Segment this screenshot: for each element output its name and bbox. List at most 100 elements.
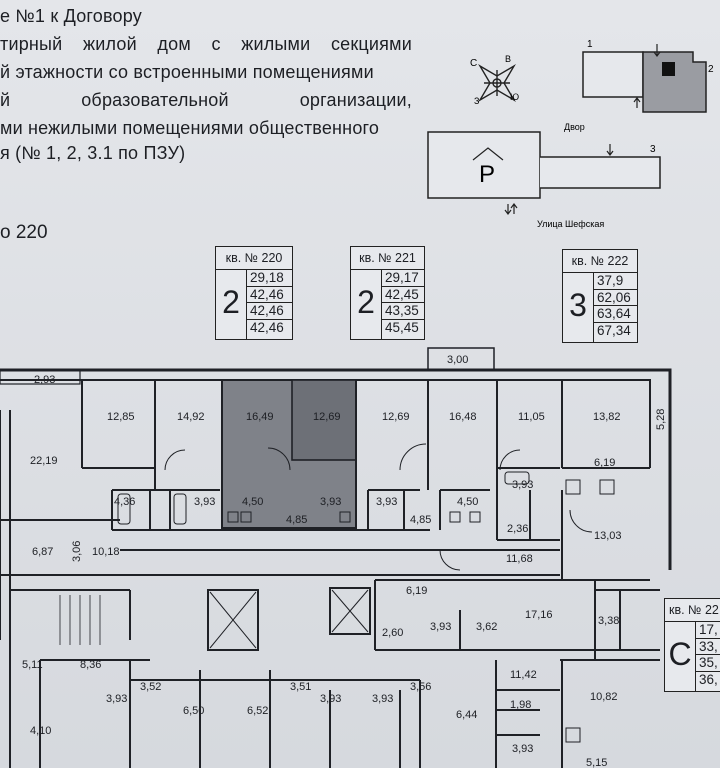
area-value: 42,46 [250, 319, 284, 335]
section-1-label: 1 [587, 39, 593, 50]
room-area: 16,49 [246, 411, 274, 423]
room-area: 6,87 [32, 546, 53, 558]
room-area: 10,18 [92, 546, 120, 558]
room-count: 2 [357, 283, 375, 320]
street-label: Улица Шефская [537, 219, 604, 229]
room-area: 4,85 [286, 514, 307, 526]
room-area: 17,16 [525, 609, 553, 621]
room-area: 4,50 [457, 496, 478, 508]
floor-plan: 2,93 22,19 12,85 14,92 16,49 12,69 12,69… [0, 347, 672, 768]
apartment-card-222: кв. № 222 3 37,9 62,06 63,64 67,34 [562, 249, 638, 343]
room-area: 3,06 [71, 541, 83, 562]
area-list: 17, 33, 35, 36, [695, 622, 720, 691]
room-area: 12,69 [313, 411, 341, 423]
header-word: секциями [330, 34, 412, 54]
header-line-3: й этажности со встроенными помещениями [0, 62, 374, 82]
header-word: организации, [299, 90, 412, 110]
area-value: 45,45 [385, 319, 419, 335]
room-count: С [668, 635, 692, 672]
header-word: дом [157, 34, 191, 54]
room-area: 3,93 [106, 693, 127, 705]
header-line-4: й образовательной организации, [0, 90, 412, 111]
area-value: 62,06 [594, 290, 637, 306]
room-area: 14,92 [177, 411, 205, 423]
header-word: жилыми [241, 34, 311, 54]
room-area: 3,93 [430, 621, 451, 633]
room-area: 11,68 [506, 553, 533, 565]
room-count: 2 [222, 283, 240, 320]
room-area: 5,15 [586, 757, 607, 768]
area-list: 29,17 42,45 43,35 45,45 [381, 270, 424, 339]
room-area: 4,85 [410, 514, 431, 526]
parking-label: P [479, 161, 495, 188]
room-area: 3,62 [476, 621, 497, 633]
room-area: 11,05 [518, 411, 545, 423]
room-area: 11,42 [510, 669, 537, 681]
section-1-block [582, 51, 644, 98]
room-area: 3,56 [410, 681, 431, 693]
section-2-label: 2 [708, 64, 714, 75]
section-2-block [642, 51, 707, 113]
room-area: 4,50 [242, 496, 263, 508]
area-value: 29,18 [247, 270, 292, 287]
area-value: 17, [696, 622, 720, 639]
area-value: 29,17 [382, 270, 424, 287]
area-value: 42,46 [247, 303, 292, 320]
section-2-marker [662, 62, 675, 76]
compass-c: С [470, 58, 477, 69]
area-value: 35, [696, 655, 720, 672]
room-area: 3,93 [512, 743, 533, 755]
room-area: 13,03 [594, 530, 622, 542]
apartment-card-220: кв. № 220 2 29,18 42,46 42,46 42,46 [215, 246, 293, 340]
header-line-5: ми нежилыми помещениями общественного [0, 118, 380, 138]
room-area: 8,36 [80, 659, 101, 671]
room-area: 3,93 [320, 693, 341, 705]
header-line-6: я (№ 1, 2, 3.1 по ПЗУ) [0, 143, 186, 163]
room-area: 10,82 [590, 691, 618, 703]
room-area: 2,93 [34, 374, 55, 386]
section-3-block [540, 156, 661, 189]
room-area: 4,10 [30, 725, 51, 737]
area-value: 37,9 [594, 273, 637, 290]
header-line-2: тирный жилой дом с жилыми секциями [0, 34, 412, 55]
compass-v: В [505, 54, 511, 64]
apartment-title: кв. № 22 [665, 599, 720, 622]
room-area: 3,93 [194, 496, 215, 508]
apartment-title: кв. № 220 [216, 247, 292, 270]
room-area: 3,38 [598, 615, 619, 627]
room-area: 1,98 [510, 699, 531, 711]
area-value: 33, [696, 639, 720, 655]
room-area: 3,93 [512, 479, 533, 491]
header-word: с [211, 34, 221, 54]
header-word: тирный [0, 34, 63, 54]
area-value: 42,45 [382, 287, 424, 303]
room-area: 12,69 [382, 411, 410, 423]
room-area: 6,19 [406, 585, 427, 597]
room-area: 16,48 [449, 411, 477, 423]
header-word: жилой [83, 34, 137, 54]
header-word: образовательной [81, 90, 229, 110]
room-area: 5,11 [22, 659, 43, 671]
room-area: 6,44 [456, 709, 477, 721]
area-value: 67,34 [597, 322, 631, 338]
apartment-card-22x: кв. № 22 С 17, 33, 35, 36, [664, 598, 720, 692]
room-area: 13,82 [593, 411, 621, 423]
area-value: 42,46 [247, 287, 292, 303]
apartment-label: о 220 [0, 222, 48, 243]
room-area: 12,85 [107, 411, 135, 423]
compass-rose-icon [478, 64, 516, 102]
compass-yu: Ю [510, 92, 519, 102]
room-area: 4,36 [114, 496, 135, 508]
area-list: 29,18 42,46 42,46 42,46 [246, 270, 292, 339]
courtyard-label: Двор [564, 122, 585, 132]
apartment-title: кв. № 221 [351, 247, 424, 270]
area-value: 63,64 [594, 306, 637, 323]
section-3-label: 3 [650, 144, 656, 155]
parking-block [427, 131, 541, 199]
room-area: 3,00 [447, 354, 468, 366]
room-area: 6,52 [247, 705, 268, 717]
room-area: 3,93 [320, 496, 341, 508]
room-area: 3,93 [372, 693, 393, 705]
room-area: 3,52 [140, 681, 161, 693]
apartment-title: кв. № 222 [563, 250, 637, 273]
